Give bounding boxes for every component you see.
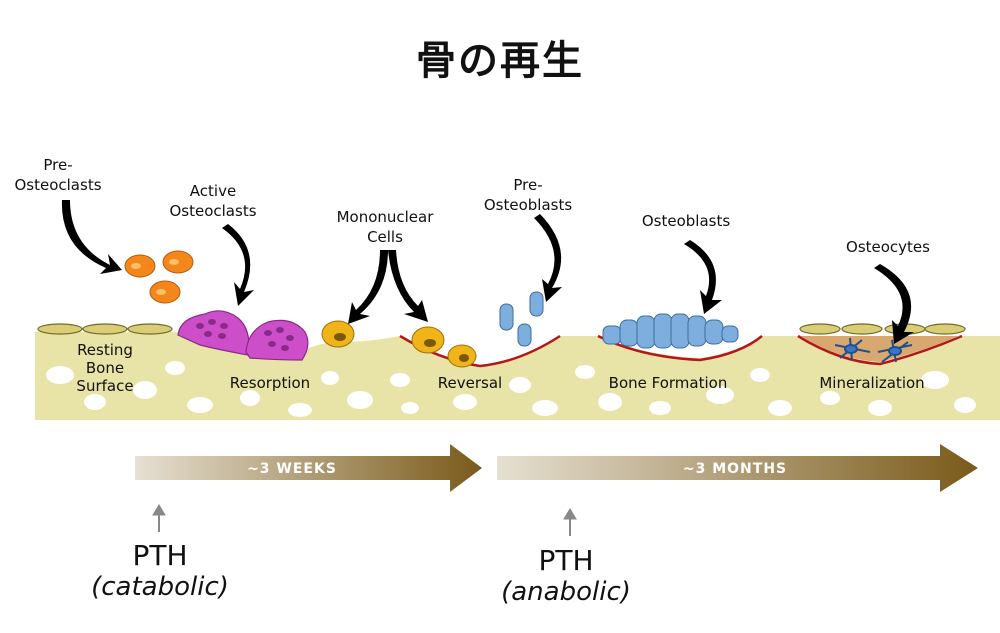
label-mononuclear-1: Mononuclear [337, 208, 435, 226]
pth-anabolic-pointer [563, 508, 577, 536]
mineralized-pocket [800, 336, 960, 362]
osteocyte-cells [834, 337, 913, 363]
stage-resting-1: Resting [77, 341, 133, 359]
label-mononuclear-2: Cells [367, 228, 403, 246]
label-osteocytes: Osteocytes [846, 238, 930, 256]
stage-resting-2: Bone [86, 359, 124, 377]
label-pre-osteoblasts-1: Pre- [513, 176, 542, 194]
timeline-months-arrow: ~3 MONTHS [497, 444, 978, 492]
active-osteoclast-cells [177, 310, 309, 361]
pth-anabolic-mode: (anabolic) [501, 577, 631, 607]
pth-catabolic-name: PTH [132, 539, 188, 572]
bone-pores [46, 361, 976, 417]
mononuclear-cells [321, 320, 477, 368]
label-pre-osteoblasts-2: Osteoblasts [484, 196, 572, 214]
cell-labels: Pre- Osteoclasts Active Osteoclasts Mono… [14, 156, 930, 256]
pth-catabolic-mode: (catabolic) [91, 572, 229, 602]
label-osteoblasts: Osteoblasts [642, 212, 730, 230]
timeline-months-label: ~3 MONTHS [683, 461, 787, 477]
timeline-weeks-label: ~3 WEEKS [247, 461, 337, 477]
pre-osteoclast-cells [124, 250, 194, 304]
stage-resting-3: Surface [76, 377, 133, 395]
label-active-osteoclasts-2: Osteoclasts [169, 202, 256, 220]
pre-osteoblast-cells [499, 291, 544, 347]
stage-mineralization: Mineralization [819, 374, 924, 392]
diagram-title: 骨の再生 [416, 38, 584, 84]
osteoblast-cells [602, 313, 739, 349]
label-pre-osteoclasts-2: Osteoclasts [14, 176, 101, 194]
pth-catabolic: PTH (catabolic) [60, 539, 260, 603]
label-pre-osteoclasts-1: Pre- [43, 156, 72, 174]
pointer-arrows [61, 200, 914, 344]
stage-bone-formation: Bone Formation [609, 374, 728, 392]
pth-catabolic-pointer [152, 504, 166, 532]
stage-reversal: Reversal [438, 374, 502, 392]
pth-anabolic: PTH (anabolic) [466, 544, 666, 608]
timeline-weeks-arrow: ~3 WEEKS [135, 444, 482, 492]
label-active-osteoclasts-1: Active [190, 182, 236, 200]
stage-labels: Resting Bone Surface Resorption Reversal… [76, 341, 924, 395]
pth-anabolic-name: PTH [538, 544, 594, 577]
stage-resorption: Resorption [230, 374, 310, 392]
